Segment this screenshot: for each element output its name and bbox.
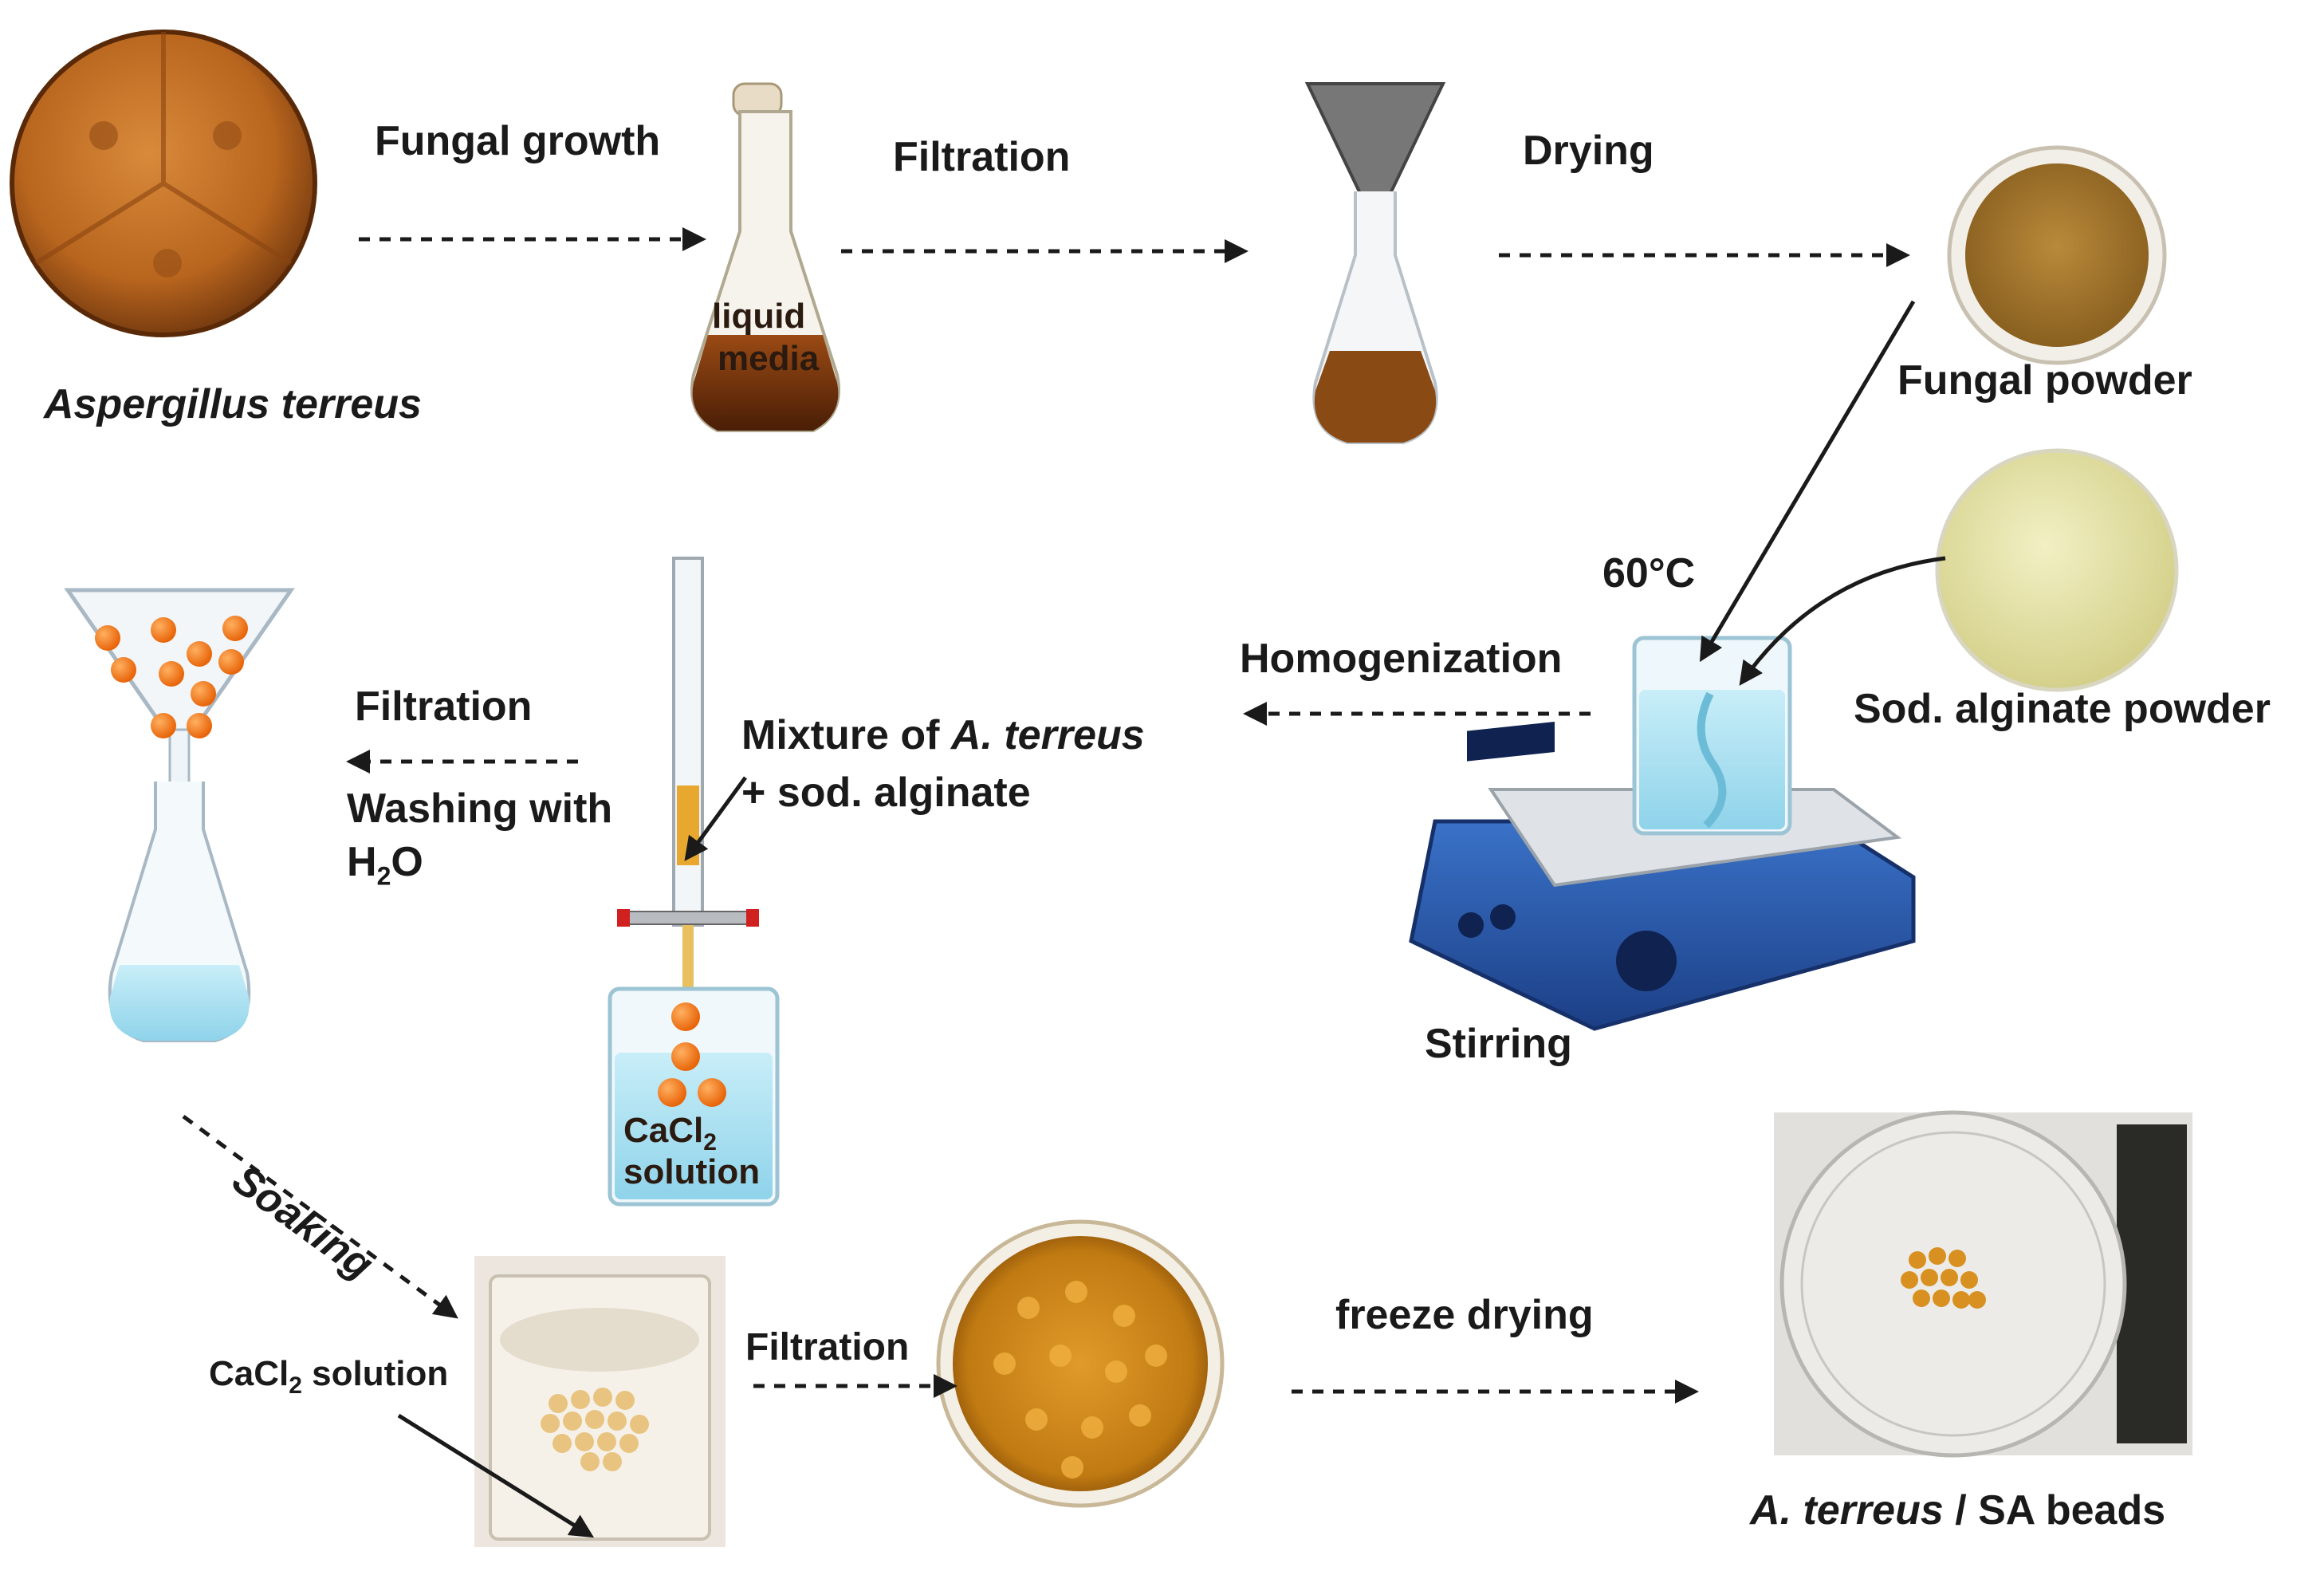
sa-beads-dish-photo-icon <box>1774 1110 2192 1458</box>
label-fungal-powder: Fungal powder <box>1897 357 2192 404</box>
label-sa-beads: A. terreus / SA beads <box>1750 1487 2165 1535</box>
beads-petri-dish-icon <box>936 1219 1225 1508</box>
arrow-alginate-to-beaker <box>1739 556 1946 686</box>
petri-dish-fungus-icon <box>10 30 317 337</box>
hotplate-stirrer-icon <box>1409 636 1916 1031</box>
burette-icon <box>617 557 759 993</box>
label-mixture-species: A. terreus <box>950 712 1145 758</box>
funnel-beads-flask-icon <box>64 588 295 1042</box>
label-cacl2-text: CaCl <box>623 1111 704 1150</box>
label-mixture: Mixture of A. terreus <box>741 712 1145 760</box>
arrow-cacl2-to-beaker <box>397 1413 595 1538</box>
label-o: O <box>391 839 423 885</box>
label-homogenization: Homogenization <box>1240 636 1563 682</box>
label-aspergillus: Aspergillus terreus <box>44 381 422 427</box>
label-fungal-growth: Fungal growth <box>375 118 661 164</box>
label-cacl2-solution: CaCl2 solution <box>209 1354 448 1400</box>
label-filtration-2: Filtration <box>355 683 533 730</box>
label-washing: Washing with <box>347 786 613 832</box>
flow-arrows <box>182 227 1910 1404</box>
label-sod-alginate-powder: Sod. alginate powder <box>1854 686 2271 732</box>
label-cacl2-solution-word: solution <box>301 1354 449 1393</box>
label-cacl2-solution-sub: 2 <box>289 1372 302 1399</box>
label-stirring: Stirring <box>1425 1021 1572 1067</box>
label-cacl2: CaCl2 <box>623 1111 717 1156</box>
funnel-flask-icon <box>1304 82 1446 444</box>
label-water-formula: H2O <box>347 839 423 891</box>
label-sa-beads-text: / SA beads <box>1943 1487 2166 1534</box>
label-drying: Drying <box>1523 128 1654 174</box>
arrow-powder-to-beaker <box>1699 300 1916 663</box>
label-filtration-1: Filtration <box>893 134 1071 180</box>
label-cacl2-solution-text: CaCl <box>209 1354 289 1393</box>
label-filtration-3: Filtration <box>745 1326 910 1368</box>
label-media: media <box>718 339 820 378</box>
label-freeze-drying: freeze drying <box>1335 1292 1594 1338</box>
label-h: H <box>347 839 377 885</box>
arrow-soaking <box>182 1114 458 1319</box>
flask-liquid-media-icon <box>690 82 840 432</box>
label-solution: solution <box>623 1152 761 1191</box>
label-mixture-text: Mixture of <box>741 712 951 758</box>
label-mixture-plus: + sod. alginate <box>741 770 1031 816</box>
label-cacl2-sub: 2 <box>703 1128 717 1156</box>
alginate-powder-dish-icon <box>1935 448 2179 692</box>
label-sa-beads-species: A. terreus <box>1750 1487 1944 1534</box>
label-liquid: liquid <box>712 297 806 336</box>
pointer-arrows <box>397 300 1946 1538</box>
soaking-beaker-photo-icon <box>474 1256 726 1547</box>
beaker-cacl2-icon <box>608 986 780 1207</box>
fungal-powder-dish-icon <box>1947 145 2167 365</box>
arrow-mixture-to-burette <box>684 776 748 861</box>
label-60c: 60°C <box>1602 550 1696 597</box>
label-h-sub: 2 <box>376 861 391 891</box>
